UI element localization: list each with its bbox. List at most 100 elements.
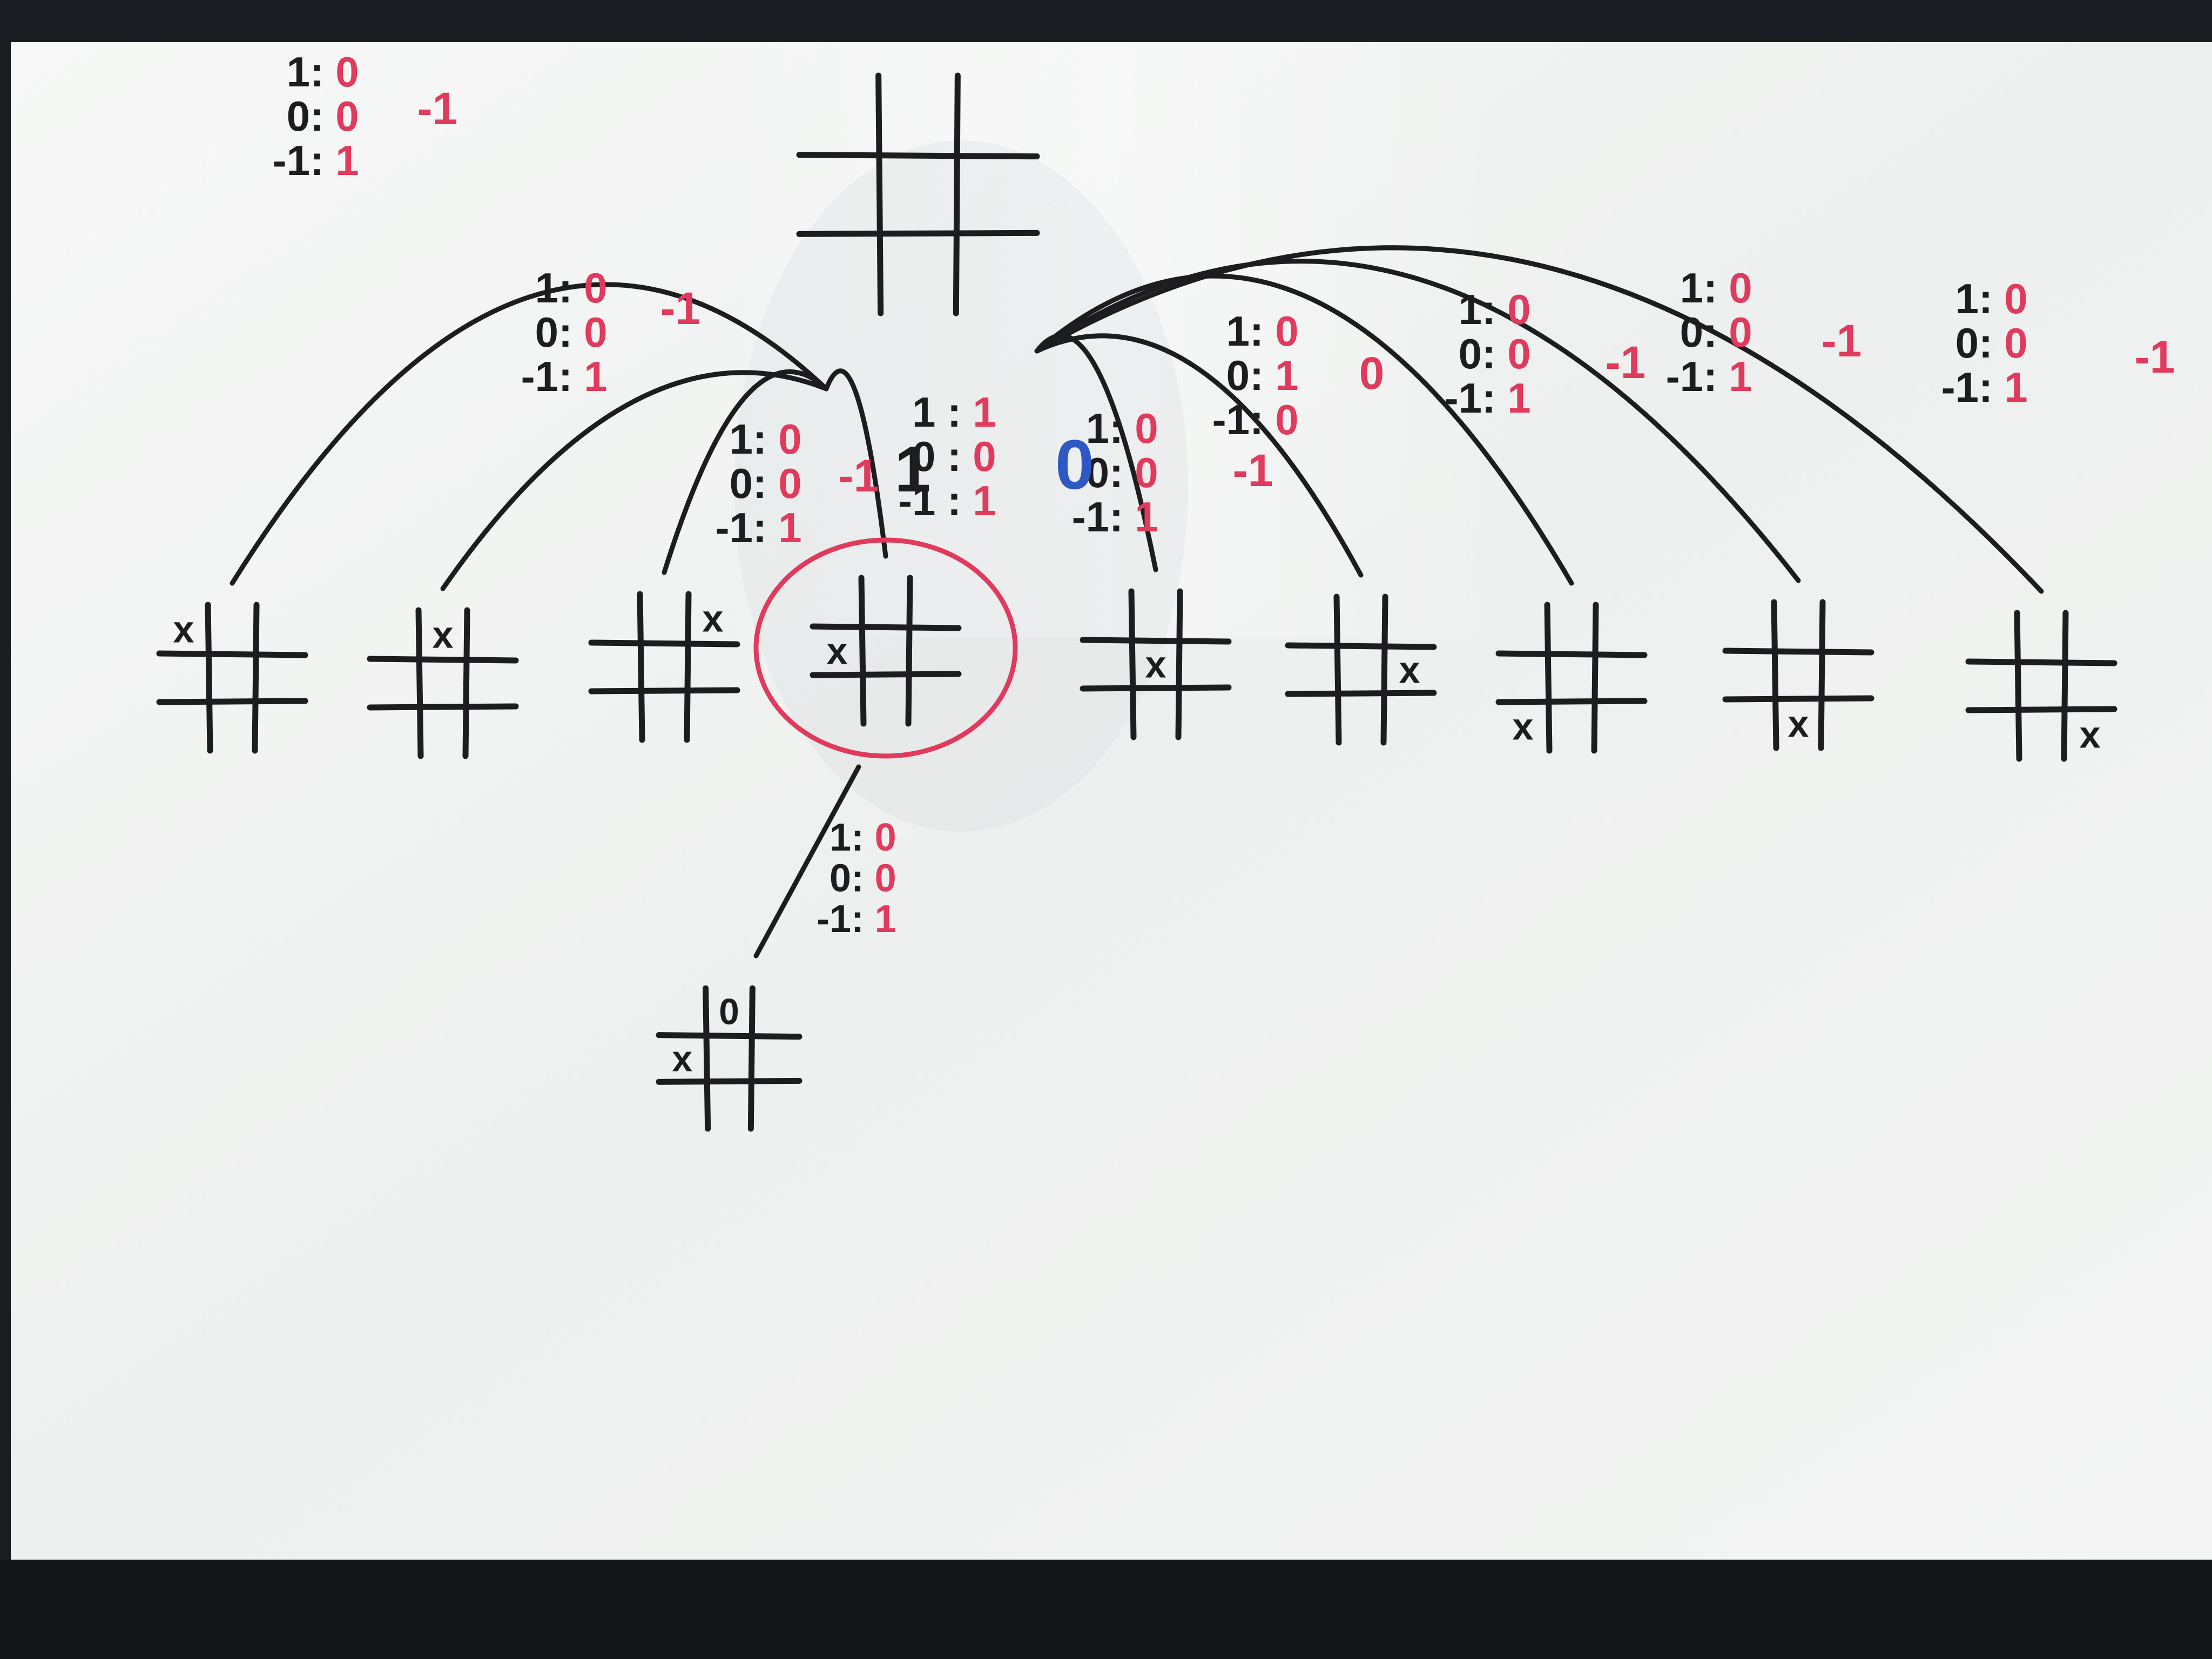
tally-value: 1 [1507,374,1530,422]
tally-value: 1 [584,353,607,400]
grid-line [156,650,308,658]
tally-key: 0: [535,308,572,356]
selected-child-circle [753,537,1018,759]
tally-value: 0 [1729,264,1752,312]
tally-key: -1: [1445,374,1496,422]
child-tally-c9: 1:00:0-1:1 [1941,275,2028,411]
grid-line [1285,690,1437,697]
tally-value: 0 [584,308,607,356]
child-tally-c2: 1:00:0 -1: 1 [521,264,608,400]
tally-value: 0 [778,415,801,463]
tally-key: 1: [1680,264,1717,312]
tally-value: 0 [2004,319,2027,367]
grid-line [1591,602,1599,754]
tally-key: 0: [830,857,864,900]
grandchild-o-mark: 0 [719,992,739,1033]
tally-key: -1: [273,137,324,184]
tally-key: 1: [1226,307,1264,355]
child-tally-c5: 1:00:0-1:1 [1072,404,1158,541]
tally-key: -1: [716,504,767,551]
tally-key: 1: [730,415,767,463]
x-mark: x [2079,713,2100,756]
x-mark: x [432,613,453,656]
tally-key: 0: [1226,352,1264,399]
tally-key: 1: [830,816,864,859]
tally-key: 1: [1459,286,1496,333]
grandchild-grid [656,985,802,1132]
tally-key: -1: [1941,363,1993,411]
tally-value: 0 [1729,308,1752,356]
tally-key: -1: [1212,396,1264,443]
grid-line [462,607,470,759]
grid-line [1080,684,1232,692]
child-grid-c2 [367,607,519,759]
tally-key: 1: [1086,404,1123,452]
tally-key: 1: [1955,275,1993,322]
root-score-black: 1 [895,433,931,505]
grid-line [796,152,1040,160]
x-mark: x [702,597,723,639]
child-grid-c3 [588,591,740,743]
child-grid-c6 [1285,594,1437,746]
tally-value: 0 [584,264,607,312]
child-grid-c5 [1080,588,1232,740]
tally-value: 1 [973,388,996,436]
grid-line [1722,695,1874,703]
tally-value: 0 [1275,307,1298,355]
grid-line [953,72,961,316]
tally-key: -1: [521,353,572,400]
root-score-blue: 0 [1055,425,1094,504]
child-tally-c7: 1:00:0-1:1 [1445,286,1531,422]
grid-line [2014,610,2022,762]
child-result-c5: -1 [1233,445,1273,496]
tally-value: 0 [1135,449,1158,496]
grid-line [1495,650,1648,658]
child-tally-c3: 1:00:0-1:1 [716,415,802,551]
grandchild-x-mark: x [672,1038,693,1079]
grid-line [656,1077,802,1085]
tally-key: 0: [1680,308,1717,356]
grid-line [367,656,519,664]
grid-line [1495,698,1648,705]
grid-line [1285,642,1437,650]
root-grid [796,72,1040,316]
grid-line [656,1032,802,1040]
tally-value: 1 [335,137,359,184]
tally-value: 0 [1275,396,1298,443]
grid-line [905,575,913,727]
x-mark: x [1145,643,1166,685]
x-mark: x [1399,648,1420,691]
tally-value: 0 [1507,330,1530,377]
tally-value: 0 [875,816,896,859]
connector-line-c1 [230,282,829,586]
child-tally-c1: 1:00:0-1:1 [273,48,359,184]
child-tally-c6: 1:00:1-1:0 [1212,307,1299,443]
grandchild-tally: 1:00:0-1:1 [817,816,896,941]
grid-line [1965,658,2117,666]
grid-line [1722,648,1874,656]
tally-value: 1 [973,477,996,524]
child-result-c8: -1 [1822,315,1862,366]
tally-key: 0: [1459,330,1496,377]
x-mark: x [173,608,194,650]
tally-key: 1: [535,264,572,312]
grid-line [810,671,962,678]
child-grid-c8 [1722,599,1874,751]
tally-value: 1 [875,898,896,941]
child-result-c2: -1 [660,283,701,334]
grid-line [1128,588,1137,740]
grid-line [252,602,260,754]
tally-value: 0 [973,433,996,480]
child-grid-c1 [156,602,308,754]
tally-key: 0: [287,92,324,140]
x-mark: x [1788,702,1809,745]
tally-key: -1: [817,898,864,941]
connector-line-c9 [1034,245,2044,594]
tally-value: 1 [778,504,801,551]
tally-value: 1 [2004,363,2027,411]
grid-line [875,72,884,316]
grid-line [637,591,645,743]
connector-line-c3 [662,369,829,575]
tally-key: 0: [730,460,767,507]
